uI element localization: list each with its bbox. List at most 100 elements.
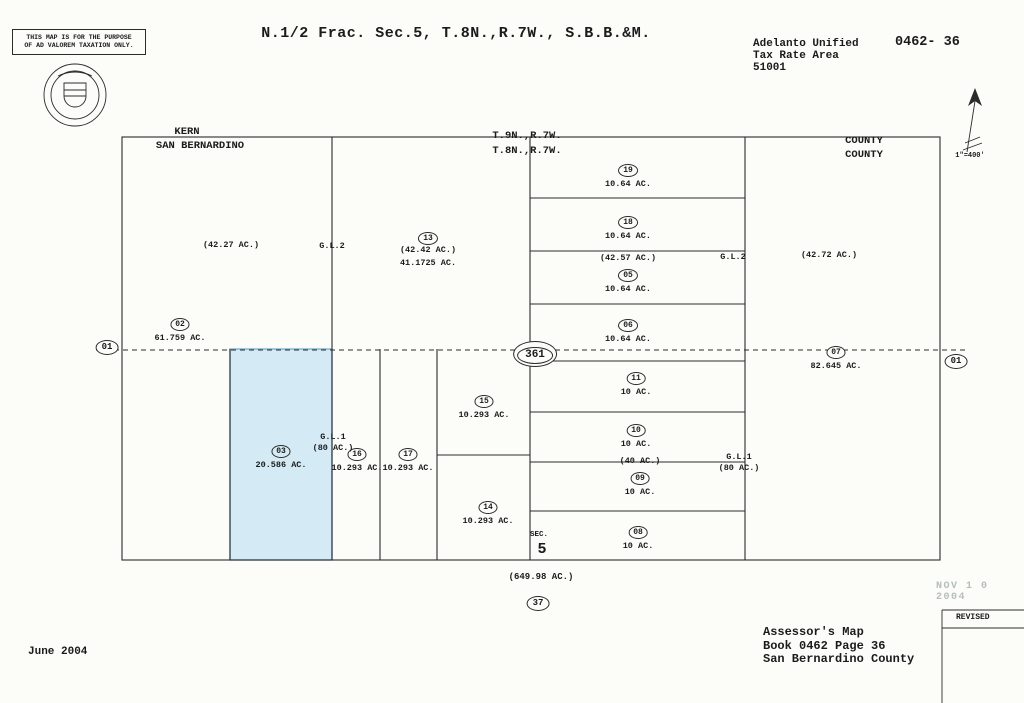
parcel-18: 18 10.64 AC. [605, 211, 651, 242]
parcel-acreage: 10.293 AC. [331, 463, 383, 473]
parcel-acreage: 10.293 AC. [458, 410, 510, 420]
road-marker-left: 01 [95, 336, 119, 355]
parcel-number-badge: 02 [170, 318, 190, 331]
parcel-number-badge: 07 [826, 346, 846, 359]
bottom-reference-number: 37 [526, 596, 550, 611]
parcel-17: 17 10.293 AC. [382, 443, 434, 474]
parcel-number-badge: 08 [628, 526, 648, 539]
parcel-acreage: 41.1725 AC. [399, 258, 457, 268]
parcel-gross-acreage: (42.42 AC.) [399, 245, 457, 255]
county-label-right-bottom: COUNTY [845, 149, 883, 161]
parcel-acreage: 61.759 AC. [154, 333, 206, 343]
parcel-number-badge: 19 [618, 164, 638, 177]
parcel-08: 08 10 AC. [622, 521, 654, 552]
gov-lot-gl1-right: G.L.1 (80 AC.) [719, 452, 760, 474]
parcel-02: 02 61.759 AC. [154, 313, 206, 344]
parcel-acreage: 10.293 AC. [462, 516, 514, 526]
parcel-acreage: 10.64 AC. [605, 284, 651, 294]
disclaimer-line2: OF AD VALOREM TAXATION ONLY. [24, 42, 134, 49]
parcel-number-badge: 03 [271, 445, 291, 458]
gov-lot-acreage: (80 AC.) [718, 463, 760, 473]
parcel-number-badge: 11 [626, 372, 646, 385]
parcel-acreage: 10 AC. [624, 487, 656, 497]
gov-lot-gl2-right: G.L.2 [720, 252, 746, 262]
parcel-gross-acreage: (40 AC.) [619, 456, 661, 466]
parcel-acreage: 10 AC. [620, 439, 652, 449]
township-label-t9n: T.9N.,R.7W. [492, 130, 562, 142]
road-number-badge: 01 [944, 354, 968, 369]
gov-lot-gl1-left: G.L.1 (80 AC.) [313, 432, 354, 454]
parcel-acreage: 10 AC. [620, 387, 652, 397]
gov-lot-label: G.L.1 [320, 432, 346, 442]
parcel-acreage: 10 AC. [622, 541, 654, 551]
scale-label: 1"=400' [955, 152, 985, 160]
date-stamp: NOV 1 0 2004 [936, 581, 989, 603]
parcel-number-badge: 18 [618, 216, 638, 229]
parcel-13: 13 (42.42 AC.) 41.1725 AC. [400, 227, 456, 269]
disclaimer-box: THIS MAP IS FOR THE PURPOSE OF AD VALORE… [12, 29, 146, 55]
parcel-number-badge: 10 [626, 424, 646, 437]
county-label-right-top: COUNTY [845, 135, 883, 147]
road-marker-right: 01 [944, 350, 968, 369]
section-total-acreage: (649.98 AC.) [508, 572, 574, 582]
parcel-number-badge: 09 [630, 472, 650, 485]
county-seal-icon [43, 63, 107, 127]
gov-lot-acreage: (80 AC.) [312, 443, 354, 453]
parcel-acreage: 10.64 AC. [605, 231, 651, 241]
tax-district: Adelanto Unified [753, 38, 859, 50]
map-reference-marker: 361 [513, 341, 557, 367]
parcel-10: 10 10 AC. [620, 419, 652, 450]
road-number-badge: 01 [95, 340, 119, 355]
gov-lot-gl2-left: G.L.2 [319, 241, 345, 251]
parcel-acreage: 10.64 AC. [605, 179, 651, 189]
page-title: N.1/2 Frac. Sec.5, T.8N.,R.7W., S.B.B.&M… [261, 25, 651, 42]
township-label-t8n: T.8N.,R.7W. [492, 145, 562, 157]
attribution-line1: Assessor's Map [763, 625, 864, 639]
parcel-03-selected: 03 20.586 AC. [255, 440, 307, 471]
parcel-number-badge: 06 [618, 319, 638, 332]
parcel-acreage: 10.64 AC. [605, 334, 651, 344]
county-label-kern: KERN [174, 126, 200, 138]
revised-label: REVISED [956, 613, 990, 622]
parcel-09: (40 AC.) 09 10 AC. [620, 456, 661, 498]
parcel-15: 15 10.293 AC. [458, 390, 510, 421]
parcel-11: 11 10 AC. [620, 367, 652, 398]
map-date: June 2004 [28, 646, 88, 658]
attribution-line3: San Bernardino County [763, 652, 915, 666]
parcel-gross-acreage: (42.57 AC.) [599, 253, 657, 263]
north-arrow-icon [962, 88, 983, 153]
attribution-line2: Book 0462 Page 36 [763, 638, 886, 653]
section-label: SEC. [529, 531, 549, 539]
attribution-block: Assessor's Map Book 0462 Page 36 San Ber… [763, 625, 915, 667]
map-reference-number: 361 [517, 347, 553, 364]
parcel-number-badge: 05 [618, 269, 638, 282]
parcel-number-badge: 15 [474, 395, 494, 408]
parcel-07: 07 82.645 AC. [810, 341, 862, 372]
parcel-number-badge: 13 [418, 232, 438, 245]
map-reference-ring: 361 [513, 341, 557, 367]
parcel-acreage: 10.293 AC. [382, 463, 434, 473]
parcel-acreage: 20.586 AC. [255, 460, 307, 470]
tax-area-label: Tax Rate Area [753, 50, 839, 62]
parcel-acreage: 82.645 AC. [810, 361, 862, 371]
parcel-02-gross-acreage: (42.27 AC.) [202, 240, 260, 250]
gov-lot-label: G.L.1 [726, 452, 752, 462]
disclaimer-line1: THIS MAP IS FOR THE PURPOSE [26, 34, 132, 41]
parcel-19: 19 10.64 AC. [605, 159, 651, 190]
tax-area-code: 51001 [753, 62, 787, 74]
county-label-san-bernardino: SAN BERNARDINO [155, 140, 245, 152]
parcel-06: 06 10.64 AC. [605, 314, 651, 345]
bottom-reference-marker: 37 [526, 592, 550, 611]
book-page-code: 0462- 36 [895, 35, 960, 50]
parcel-16: 16 10.293 AC. [331, 443, 383, 474]
parcel-05: (42.57 AC.) 05 10.64 AC. [600, 253, 656, 295]
revised-box [941, 609, 1024, 703]
parcel-07-gross-acreage: (42.72 AC.) [800, 250, 858, 260]
section-boundary [121, 136, 941, 561]
section-number: 5 [537, 541, 547, 558]
parcel-number-badge: 17 [398, 448, 418, 461]
tax-rate-area-block: Adelanto Unified Tax Rate Area 51001 [753, 38, 859, 74]
parcel-number-badge: 14 [478, 501, 498, 514]
parcel-number-badge: 16 [347, 448, 367, 461]
